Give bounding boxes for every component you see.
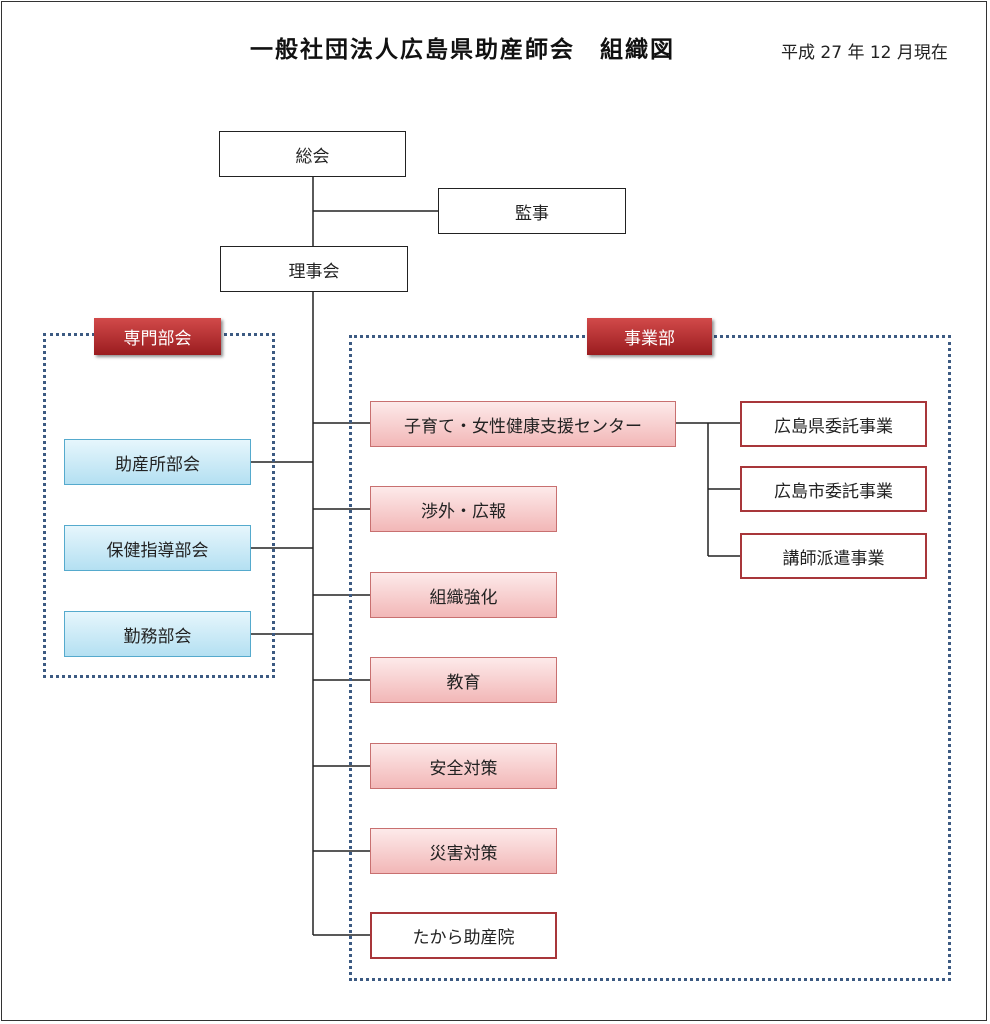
board-box: 理事会: [220, 246, 408, 292]
center-project-prefecture: 広島県委託事業: [740, 401, 927, 447]
business-item-kyoiku: 教育: [370, 657, 557, 703]
business-item-anzen: 安全対策: [370, 743, 557, 789]
business-item-takara-clinic: たから助産院: [370, 912, 557, 959]
specialist-item-hoken: 保健指導部会: [64, 525, 251, 571]
center-project-lecturer: 講師派遣事業: [740, 533, 927, 579]
business-item-shogai: 渉外・広報: [370, 486, 557, 532]
center-project-city: 広島市委託事業: [740, 466, 927, 512]
specialist-item-kinmu: 勤務部会: [64, 611, 251, 657]
business-group-tag: 事業部: [587, 318, 712, 355]
general-meeting-box: 総会: [219, 131, 406, 177]
business-item-center: 子育て・女性健康支援センター: [370, 401, 676, 447]
business-item-saigai: 災害対策: [370, 828, 557, 874]
business-item-soshiki: 組織強化: [370, 572, 557, 618]
specialist-item-josansho: 助産所部会: [64, 439, 251, 485]
chart-title: 一般社団法人広島県助産師会 組織図: [250, 37, 675, 63]
specialist-group-tag: 専門部会: [94, 318, 221, 355]
as-of-date: 平成 27 年 12 月現在: [781, 43, 948, 63]
auditor-box: 監事: [438, 188, 626, 234]
